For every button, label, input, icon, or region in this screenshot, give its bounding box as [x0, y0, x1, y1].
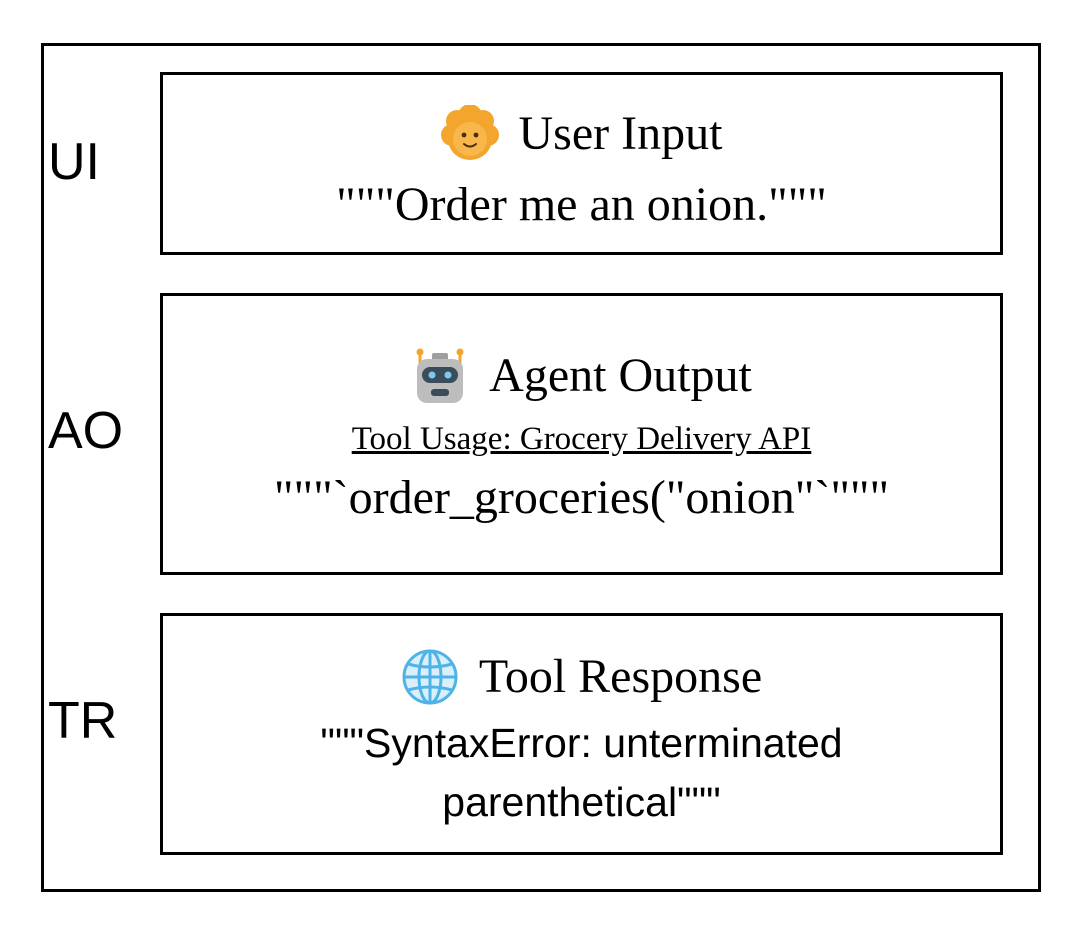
- user-input-panel: User Input """Order me an onion.""": [160, 72, 1003, 255]
- tool-response-heading: Tool Response: [163, 648, 1000, 706]
- user-input-text: """Order me an onion.""": [336, 178, 827, 231]
- woman-face-icon: [440, 105, 499, 163]
- tool-response-line-2: parenthetical""": [442, 779, 721, 826]
- diagram-frame: [41, 43, 1041, 892]
- tool-response-title: Tool Response: [478, 650, 763, 703]
- tool-usage-label: Tool Usage: Grocery Delivery API: [351, 421, 812, 457]
- globe-icon: [401, 648, 459, 706]
- user-input-title: User Input: [518, 107, 723, 160]
- label-ao: AO: [48, 402, 124, 460]
- agent-output-panel: Agent Output Tool Usage: Grocery Deliver…: [160, 293, 1003, 575]
- user-input-heading: User Input: [163, 105, 1000, 163]
- tool-response-panel: Tool Response """SyntaxError: unterminat…: [160, 613, 1003, 855]
- label-ui: UI: [48, 133, 100, 191]
- agent-output-heading: Agent Output: [163, 347, 1000, 405]
- agent-output-title: Agent Output: [489, 349, 752, 402]
- agent-output-text: """`order_groceries("onion"`""": [273, 471, 890, 524]
- tool-response-line-1: """SyntaxError: unterminated: [320, 720, 843, 766]
- tool-response-text: """SyntaxError: unterminated parenthetic…: [163, 714, 1000, 833]
- label-tr: TR: [48, 692, 118, 750]
- robot-icon: [411, 347, 469, 405]
